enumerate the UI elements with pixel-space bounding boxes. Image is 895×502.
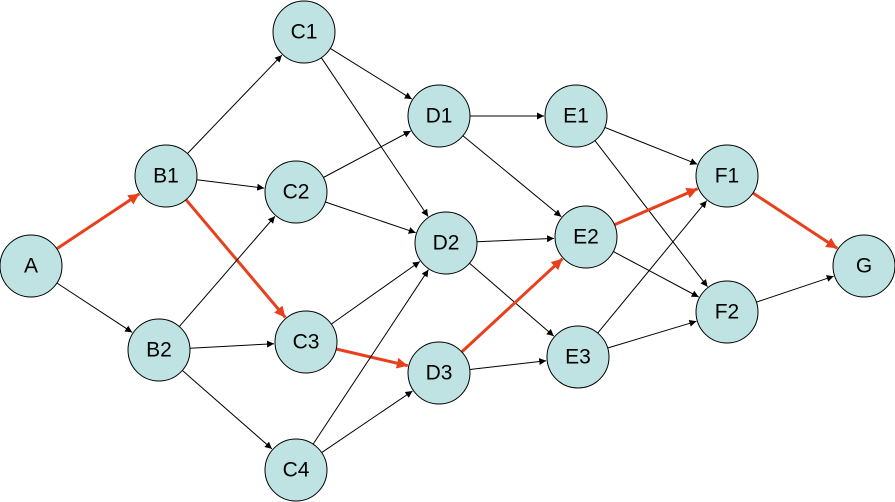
edge-e3-f1 [597, 200, 708, 334]
node-circle [0, 234, 63, 298]
node-c4: C4 [264, 438, 328, 502]
node-c3: C3 [274, 310, 338, 374]
edge-c2-d1 [323, 130, 411, 178]
node-circle [127, 318, 191, 382]
edge-d1-e2 [462, 135, 562, 218]
node-label: E1 [563, 105, 589, 128]
node-label: E2 [573, 226, 599, 249]
edge-b1-c3-highlighted [184, 198, 287, 319]
node-circle [414, 211, 478, 275]
node-label: F1 [715, 165, 740, 188]
node-b2: B2 [127, 318, 191, 382]
node-e1: E1 [544, 84, 608, 148]
node-e3: E3 [546, 325, 610, 389]
node-d1: D1 [407, 84, 471, 148]
node-label: F2 [715, 301, 740, 324]
node-circle [272, 0, 336, 64]
node-label: D2 [433, 232, 460, 255]
edge-b2-c3 [189, 340, 275, 349]
edge-b1-c2 [196, 179, 265, 191]
edge-d2-e2 [476, 235, 555, 243]
edge-a-b1-highlighted [55, 192, 141, 251]
node-circle [546, 325, 610, 389]
edge-c2-d2 [325, 201, 416, 234]
node-f1: F1 [695, 144, 759, 208]
node-e2: E2 [554, 205, 618, 269]
node-circle [274, 310, 338, 374]
node-circle [544, 84, 608, 148]
edge-c4-d3 [321, 390, 413, 454]
node-b1: B1 [134, 144, 198, 208]
node-circle [264, 160, 328, 224]
node-c2: C2 [264, 160, 328, 224]
edge-a-b2 [56, 282, 133, 333]
edge-e2-f2 [613, 251, 699, 298]
node-label: C2 [283, 181, 310, 204]
node-label: C3 [293, 331, 320, 354]
node-g: G [832, 234, 895, 298]
edge-e3-f2 [607, 319, 697, 349]
edges-layer [55, 47, 839, 454]
edge-e1-f1 [604, 126, 698, 165]
edge-c4-d2 [312, 269, 429, 445]
node-circle [695, 144, 759, 208]
node-circle [407, 84, 471, 148]
edge-c1-d2 [320, 57, 429, 217]
edge-e1-f2 [594, 140, 708, 288]
node-label: C4 [283, 459, 310, 482]
node-label: E3 [565, 346, 591, 369]
node-label: C1 [291, 21, 318, 44]
node-label: B2 [146, 339, 172, 362]
node-circle [407, 341, 471, 405]
edge-d2-e3 [469, 262, 555, 337]
edge-d3-e3 [469, 358, 547, 370]
edge-b1-c1 [187, 54, 283, 154]
node-d3: D3 [407, 341, 471, 405]
node-a: A [0, 234, 63, 298]
node-c1: C1 [272, 0, 336, 64]
node-circle [695, 280, 759, 344]
node-label: G [856, 255, 872, 278]
node-circle [264, 438, 328, 502]
node-label: D1 [426, 105, 453, 128]
edge-e2-f1-highlighted [613, 187, 699, 227]
edge-c1-d1 [330, 47, 413, 100]
edge-d3-e2-highlighted [460, 257, 564, 354]
edge-b2-c2 [178, 215, 276, 327]
node-circle [134, 144, 198, 208]
node-f2: F2 [695, 280, 759, 344]
edge-c3-d3-highlighted [335, 347, 409, 369]
edge-f1-g-highlighted [752, 191, 839, 250]
node-d2: D2 [414, 211, 478, 275]
edge-f2-g [756, 275, 834, 303]
node-label: D3 [426, 362, 453, 385]
node-label: A [24, 255, 38, 278]
edge-b2-c4 [181, 370, 273, 450]
edge-c3-d2 [331, 261, 421, 325]
node-circle [554, 205, 618, 269]
node-label: B1 [153, 165, 179, 188]
node-circle [832, 234, 895, 298]
